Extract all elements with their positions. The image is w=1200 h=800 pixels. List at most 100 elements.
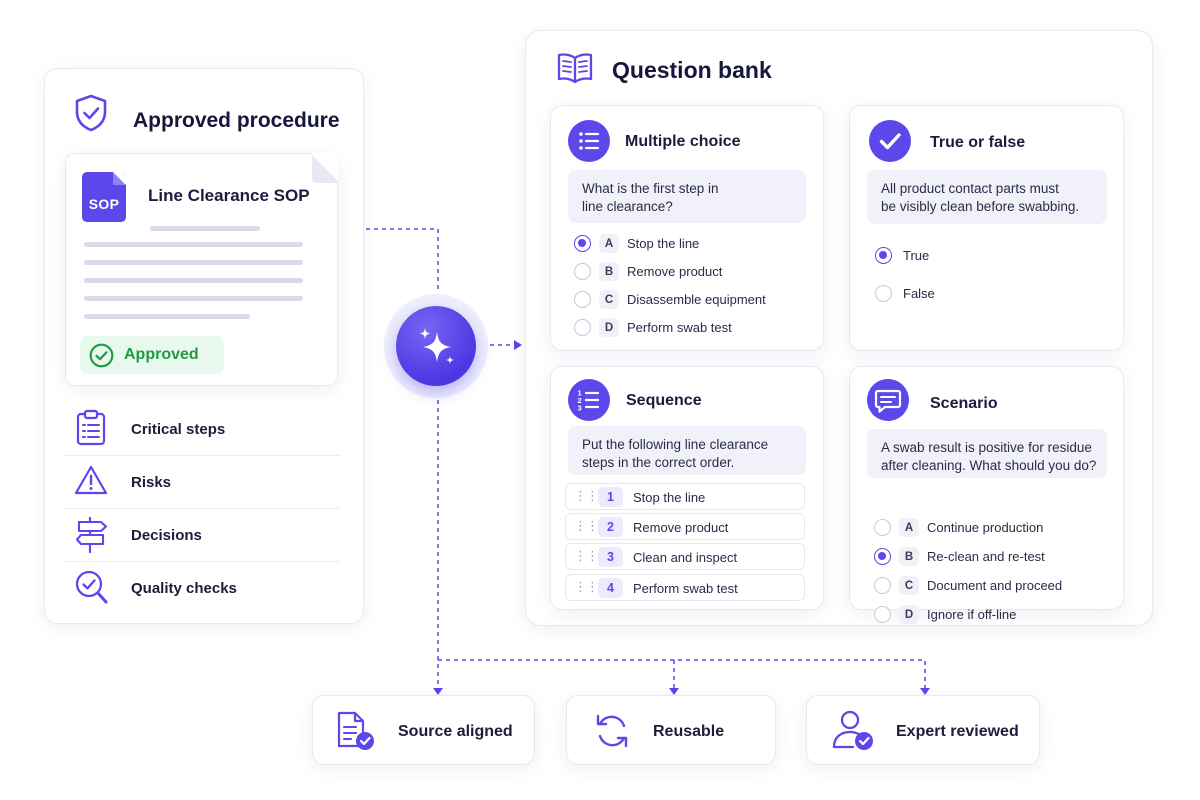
- refresh-arrows-icon: [596, 714, 628, 748]
- option-text: Continue production: [927, 520, 1044, 535]
- connector-procedure-to-generator: [366, 228, 439, 292]
- radio-selected[interactable]: [875, 247, 892, 264]
- document-text-line: [84, 278, 303, 283]
- document-text-line: [84, 314, 250, 319]
- feature-risks: Risks: [65, 456, 340, 509]
- approved-procedure-panel: Approved procedure SOP Line Clearance SO…: [44, 68, 364, 624]
- radio-selected[interactable]: [874, 548, 891, 565]
- sparkles-icon: [419, 328, 454, 364]
- open-book-icon: [557, 53, 593, 84]
- option-letter: C: [599, 290, 619, 309]
- option-text: Disassemble equipment: [627, 292, 766, 307]
- drag-handle-icon[interactable]: ⋮⋮: [574, 579, 599, 594]
- option-text: Re-clean and re-test: [927, 549, 1045, 564]
- card-title: Multiple choice: [625, 133, 741, 150]
- document-text-line: [84, 242, 303, 247]
- sequence-step[interactable]: ⋮⋮ 1 Stop the line: [565, 483, 805, 510]
- sequence-step[interactable]: ⋮⋮ 2 Remove product: [565, 513, 805, 540]
- prompt-line: What is the first step in: [582, 181, 719, 196]
- divider: [65, 508, 340, 509]
- prompt-line: All product contact parts must: [881, 181, 1059, 196]
- feature-decisions: Decisions: [65, 509, 340, 562]
- option-text: True: [903, 248, 930, 263]
- question-prompt: What is the first step in line clearance…: [568, 170, 806, 223]
- question-bank-title: Question bank: [612, 57, 772, 83]
- step-number: 1: [598, 487, 623, 507]
- radio[interactable]: [874, 519, 891, 536]
- sequence-step[interactable]: ⋮⋮ 3 Clean and inspect: [565, 543, 805, 570]
- sop-file-icon: SOP: [82, 172, 126, 222]
- step-number: 4: [598, 578, 623, 598]
- svg-text:1: 1: [578, 389, 582, 398]
- answer-option[interactable]: B Remove product: [574, 261, 804, 283]
- radio-selected[interactable]: [574, 235, 591, 252]
- scenario-card[interactable]: Scenario A swab result is positive for r…: [849, 366, 1124, 624]
- svg-text:3: 3: [578, 404, 582, 413]
- answer-option[interactable]: A Continue production: [874, 517, 1104, 539]
- sequence-step[interactable]: ⋮⋮ 4 Perform swab test: [565, 574, 805, 601]
- answer-option[interactable]: C Document and proceed: [874, 575, 1104, 597]
- chat-bubble-icon: [867, 379, 909, 421]
- warning-triangle-icon: [74, 465, 108, 495]
- feature-label: Quality checks: [131, 580, 237, 597]
- check-icon: [869, 120, 911, 162]
- generate-button[interactable]: [396, 306, 476, 386]
- answer-option[interactable]: D Perform swab test: [574, 317, 804, 339]
- drag-handle-icon[interactable]: ⋮⋮: [574, 548, 599, 563]
- answer-option[interactable]: C Disassemble equipment: [574, 289, 804, 311]
- drag-handle-icon[interactable]: ⋮⋮: [574, 518, 599, 533]
- generator-node[interactable]: [384, 294, 488, 398]
- feature-label: Risks: [131, 474, 172, 491]
- step-number: 2: [598, 517, 623, 537]
- outcome-label: Expert reviewed: [896, 723, 1019, 740]
- step-text: Clean and inspect: [633, 550, 738, 565]
- option-text: Document and proceed: [927, 578, 1063, 593]
- card-title: True or false: [930, 134, 1026, 151]
- outcome-label: Source aligned: [398, 723, 513, 740]
- answer-option[interactable]: D Ignore if off-line: [874, 604, 1104, 626]
- outcome-source-aligned: Source aligned: [312, 695, 535, 765]
- option-text: Remove product: [627, 264, 723, 279]
- option-text: Perform swab test: [627, 320, 732, 335]
- option-letter: C: [899, 576, 919, 595]
- approved-status-badge: Approved: [80, 336, 224, 374]
- sop-badge-label: SOP: [88, 196, 120, 212]
- connector-outcome-branch: [438, 659, 926, 688]
- answer-option[interactable]: False: [875, 283, 1105, 305]
- check-circle-icon: [89, 343, 114, 368]
- arrow-to-expert-reviewed: [920, 688, 930, 695]
- radio[interactable]: [874, 606, 891, 623]
- answer-option[interactable]: B Re-clean and re-test: [874, 546, 1104, 568]
- step-text: Remove product: [633, 520, 729, 535]
- option-letter: D: [899, 605, 919, 624]
- radio[interactable]: [874, 577, 891, 594]
- radio[interactable]: [574, 291, 591, 308]
- answer-option[interactable]: True: [875, 245, 1105, 267]
- shield-check-icon: [75, 94, 107, 132]
- option-letter: B: [599, 262, 619, 281]
- step-number: 3: [598, 547, 623, 567]
- feature-quality-checks: Quality checks: [65, 562, 340, 615]
- step-text: Perform swab test: [633, 581, 738, 596]
- approved-procedure-title: Approved procedure: [133, 109, 340, 132]
- list-icon: [568, 120, 610, 162]
- option-letter: A: [899, 518, 919, 537]
- true-false-card[interactable]: True or false All product contact parts …: [849, 105, 1124, 351]
- question-prompt: All product contact parts must be visibl…: [867, 170, 1107, 224]
- user-check-icon: [832, 710, 873, 750]
- outcome-expert-reviewed: Expert reviewed: [806, 695, 1040, 765]
- document-title: Line Clearance SOP: [148, 186, 310, 205]
- answer-option[interactable]: A Stop the line: [574, 233, 804, 255]
- sop-document-card[interactable]: SOP Line Clearance SOP Approved: [65, 153, 338, 386]
- approved-status-label: Approved: [124, 346, 199, 363]
- radio[interactable]: [574, 263, 591, 280]
- card-title: Scenario: [930, 395, 998, 412]
- radio[interactable]: [875, 285, 892, 302]
- question-prompt: Put the following line clearance steps i…: [568, 426, 806, 475]
- drag-handle-icon[interactable]: ⋮⋮: [574, 488, 599, 503]
- radio[interactable]: [574, 319, 591, 336]
- question-bank-panel: Question bank Multiple choice What is th…: [525, 30, 1153, 626]
- multiple-choice-card[interactable]: Multiple choice What is the first step i…: [550, 105, 824, 351]
